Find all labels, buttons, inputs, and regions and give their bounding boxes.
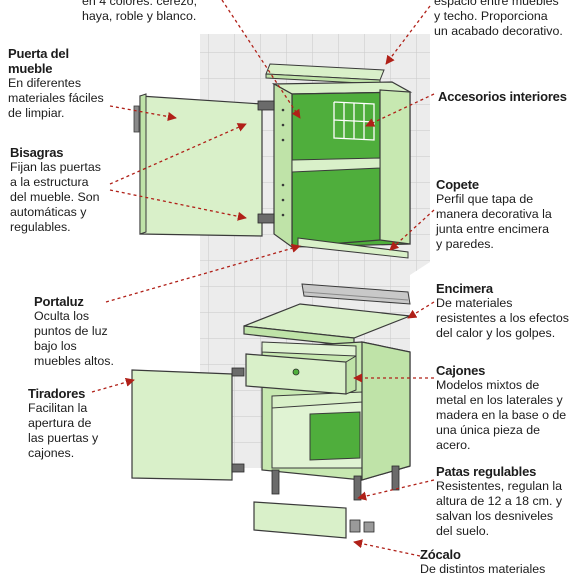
label-tiradores-title: Tiradores <box>28 386 86 401</box>
label-portaluz-title: Portaluz <box>34 294 84 309</box>
label-encimera-title: Encimera <box>436 281 493 296</box>
upper-cabinet <box>271 81 413 249</box>
copete-strip <box>301 283 411 305</box>
label-copete-title: Copete <box>436 177 479 192</box>
encimera-countertop <box>243 303 411 347</box>
label-portaluz-desc: Oculta los puntos de luz bajo los mueble… <box>34 309 114 368</box>
label-bisagras-title: Bisagras <box>10 145 64 160</box>
portaluz-strip <box>297 237 409 259</box>
label-encimera-desc: De materiales resistentes a los efectos … <box>436 296 569 340</box>
label-accesorios-title: Accesorios interiores <box>438 89 567 104</box>
label-portaluz: Portaluz Oculta los puntos de luz bajo l… <box>34 294 114 369</box>
label-tiradores: Tiradores Facilitan la apertura de las p… <box>28 386 98 461</box>
hinge-lower <box>257 213 275 224</box>
label-remate: espacio entre muebles y techo. Proporcio… <box>434 0 563 39</box>
label-bisagras-desc: Fijan las puertas a la estructura del mu… <box>10 160 101 234</box>
label-accesorios: Accesorios interiores <box>438 89 567 104</box>
label-zocalo-title: Zócalo <box>420 547 461 562</box>
label-zocalo-desc: De distintos materiales <box>420 562 546 576</box>
label-patas: Patas regulables Resistentes, regulan la… <box>436 464 562 539</box>
label-puerta-desc: En diferentes materiales fáciles de limp… <box>8 76 104 120</box>
label-remate-desc: espacio entre muebles y techo. Proporcio… <box>434 0 563 38</box>
label-zocalo: Zócalo De distintos materiales <box>420 547 545 577</box>
label-frentes-desc: en 4 colores: cerezo, haya, roble y blan… <box>82 0 198 23</box>
label-patas-title: Patas regulables <box>436 464 537 479</box>
lower-door <box>131 367 245 481</box>
label-cajones: Cajones Modelos mixtos de metal en los l… <box>436 363 566 453</box>
label-copete-desc: Perfil que tapa de manera decorativa la … <box>436 192 552 251</box>
leader-lines <box>91 0 435 557</box>
label-frentes: en 4 colores: cerezo, haya, roble y blan… <box>82 0 197 24</box>
zocalo-plinth <box>253 501 375 539</box>
label-puerta-title: Puerta del mueble <box>8 46 69 76</box>
label-bisagras: Bisagras Fijan las puertas a la estructu… <box>10 145 101 235</box>
label-patas-desc: Resistentes, regulan la altura de 12 a 1… <box>436 479 563 538</box>
cajon-drawer <box>245 341 357 395</box>
label-encimera: Encimera De materiales resistentes a los… <box>436 281 569 341</box>
label-tiradores-desc: Facilitan la apertura de las puertas y c… <box>28 401 99 460</box>
label-cajones-desc: Modelos mixtos de metal en los laterales… <box>436 378 567 452</box>
label-puerta: Puerta del mueble En diferentes material… <box>8 46 104 121</box>
upper-door <box>133 93 263 237</box>
hinge-upper <box>257 100 275 111</box>
label-cajones-title: Cajones <box>436 363 486 378</box>
label-copete: Copete Perfil que tapa de manera decorat… <box>436 177 552 252</box>
